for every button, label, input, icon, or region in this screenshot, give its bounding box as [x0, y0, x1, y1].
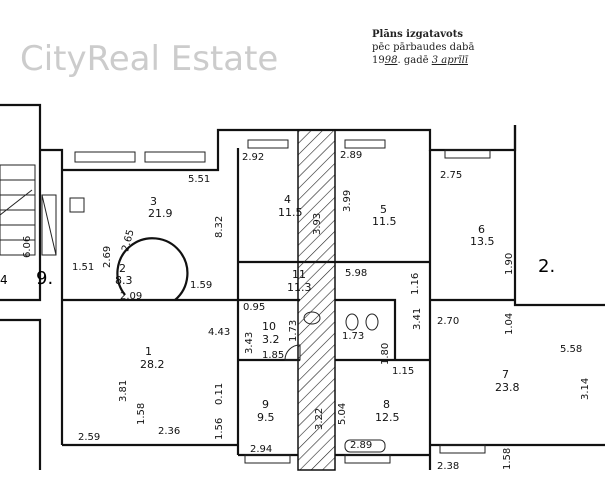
- room-3: 321.9: [148, 195, 173, 220]
- dim: 2.70: [437, 316, 459, 327]
- room-number: 11: [292, 268, 306, 281]
- room-number: 1: [145, 345, 152, 358]
- room-number: 4: [284, 193, 291, 206]
- dim: 2.09: [120, 291, 142, 302]
- dim: 2.69: [102, 246, 113, 268]
- room-9: 99.5: [257, 398, 275, 424]
- room-area: 28.2: [140, 358, 165, 371]
- dim: 3.14: [580, 378, 591, 400]
- year-handwritten: 98: [384, 55, 398, 66]
- staircase: [0, 164, 57, 256]
- note-line1: Plāns izgatavots: [372, 29, 463, 40]
- fixtures: [69, 197, 386, 453]
- dim: 5.98: [345, 268, 367, 279]
- dim: 6.06: [22, 236, 33, 258]
- dim: 0.11: [214, 383, 225, 405]
- room-number: 2: [119, 262, 126, 275]
- dim: 2.59: [78, 432, 100, 443]
- room-5: 511.5: [372, 203, 397, 228]
- room-number: 10: [262, 320, 276, 333]
- dim: 5.04: [337, 403, 348, 425]
- dim: 2.65: [120, 228, 136, 252]
- room-4: 411.5: [278, 193, 303, 219]
- dim: 2.89: [350, 440, 372, 451]
- windows: [74, 139, 491, 464]
- room-area: 13.5: [470, 235, 495, 248]
- dim: 3.43: [244, 332, 255, 354]
- dim: 0.95: [243, 302, 265, 313]
- dim: 1.80: [380, 343, 391, 365]
- dim: 1.51: [72, 262, 94, 273]
- dim: 1.85: [262, 350, 284, 361]
- room-number: 3: [150, 195, 157, 208]
- dim: 1.73: [288, 320, 299, 342]
- year-suffix: . gadē: [397, 55, 429, 66]
- stair-label-right: 2.: [538, 256, 555, 277]
- dim: 3.99: [342, 190, 353, 212]
- hatched-wall: [297, 129, 336, 471]
- room-7: 723.8: [495, 368, 520, 394]
- dim: 1.58: [136, 403, 147, 425]
- date-handwritten: 3 aprīlī: [431, 55, 468, 66]
- dim: 1.59: [190, 280, 212, 291]
- room-1: 128.2: [140, 345, 165, 371]
- dim: 3.81: [118, 380, 129, 402]
- room-number: 5: [380, 203, 387, 216]
- watermark: CityReal Estate: [20, 39, 278, 79]
- dim: 1.16: [410, 273, 421, 295]
- dim: 3.41: [412, 308, 423, 330]
- room-8: 812.5: [375, 398, 400, 424]
- dim: 1.15: [392, 366, 414, 377]
- room-number: 6: [478, 223, 485, 236]
- dim: 2.89: [340, 150, 362, 161]
- room-area: 11.3: [287, 281, 312, 294]
- dim: 2.94: [250, 444, 272, 455]
- room-area: 9.5: [257, 411, 275, 424]
- room-10: 103.2: [262, 320, 280, 346]
- dim: 4.43: [208, 327, 230, 338]
- room-area: 11.5: [278, 206, 303, 219]
- dim: 2.36: [158, 426, 180, 437]
- room-labels: 128.2 28.3 321.9 411.5 511.5 613.5 723.8…: [115, 193, 520, 424]
- dim: 2.92: [242, 152, 264, 163]
- room-area: 3.2: [262, 333, 280, 346]
- dim: 3.22: [314, 408, 325, 430]
- dim: 1.90: [504, 253, 515, 275]
- year-prefix: 19: [372, 55, 385, 66]
- room-6: 613.5: [470, 223, 495, 248]
- room-number: 8: [383, 398, 390, 411]
- stair-label-edge: 4: [0, 273, 8, 287]
- dim: 1.73: [342, 331, 364, 342]
- room-number: 7: [502, 368, 509, 381]
- plan-certification-note: Plāns izgatavots pēc pārbaudes dabā 1998…: [372, 28, 474, 67]
- dim: 5.51: [188, 174, 210, 185]
- dim: 2.38: [437, 461, 459, 472]
- note-line2: pēc pārbaudes dabā: [372, 42, 475, 53]
- dim: 1.04: [504, 313, 515, 335]
- dim: 3.93: [312, 213, 323, 235]
- room-area: 12.5: [375, 411, 400, 424]
- stair-label-left: 9.: [36, 268, 53, 289]
- dim: 5.58: [560, 344, 582, 355]
- dimension-labels: 5.51 2.92 2.89 2.75 8.32 3.93 3.99 2.65 …: [22, 150, 591, 472]
- room-2: 28.3: [115, 262, 133, 287]
- room-area: 23.8: [495, 381, 520, 394]
- dim: 1.58: [502, 448, 513, 470]
- note-date: 1998. gadē 3 aprīlī: [372, 54, 474, 67]
- room-area: 21.9: [148, 207, 173, 220]
- room-area: 8.3: [115, 274, 133, 287]
- dim: 2.75: [440, 170, 462, 181]
- round-wall: [116, 237, 189, 301]
- room-number: 9: [262, 398, 269, 411]
- dim: 8.32: [214, 216, 225, 238]
- dim: 1.56: [214, 418, 225, 440]
- room-area: 11.5: [372, 215, 397, 228]
